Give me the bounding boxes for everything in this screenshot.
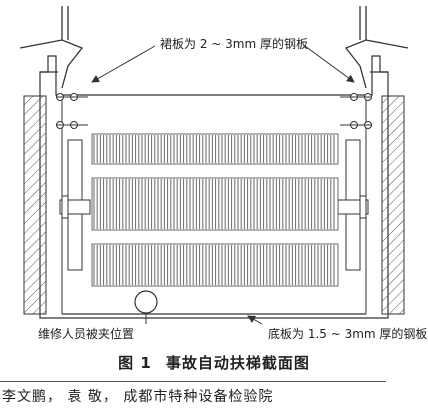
authors-line: 李文鹏， 袁 敬， 成都市特种设备检验院 (2, 389, 274, 405)
step-block (91, 133, 339, 165)
left-fasteners (56, 93, 88, 129)
trapped-position-label: 维修人员被夹位置 (38, 326, 134, 341)
right-handrail-bracket (344, 6, 409, 89)
left-concrete-wall (23, 95, 47, 315)
bottom-plate-label: 底板为 1.5 ~ 3mm 厚的钢板 (268, 326, 427, 341)
left-handrail-bracket (19, 6, 84, 89)
step-block (91, 177, 339, 231)
divider-rule (0, 381, 386, 382)
trapped-position-marker (134, 290, 158, 314)
label-leaders (91, 45, 355, 325)
drive-axle (59, 195, 369, 219)
escalator-steps (91, 133, 339, 287)
right-concrete-wall (381, 95, 405, 315)
figure-title: 事故自动扶梯截面图 (165, 354, 310, 372)
escalator-cross-section-diagram: 裙板为 2 ~ 3mm 厚的钢板 维修人员被夹位置 底板为 1.5 ~ 3mm … (19, 6, 427, 341)
step-block (91, 243, 339, 287)
skirt-panel-label: 裙板为 2 ~ 3mm 厚的钢板 (160, 36, 308, 51)
right-fasteners (340, 93, 372, 129)
pit-wall-outline (39, 55, 389, 319)
figure-caption: 图 1 事故自动扶梯截面图 (0, 352, 428, 373)
figure-number: 图 1 (118, 354, 152, 372)
